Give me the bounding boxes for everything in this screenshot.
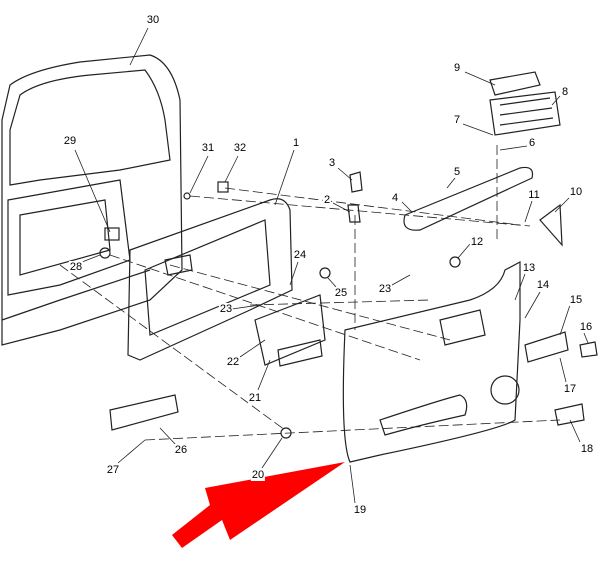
courtesy-lamp: [109, 394, 179, 431]
door-frame: [1, 54, 183, 346]
bracket-3: [349, 171, 363, 193]
callout-20: 20: [250, 469, 266, 481]
callout-11: 11: [527, 189, 541, 201]
callout-2: 2: [322, 194, 332, 206]
callout-1: 1: [291, 137, 301, 149]
callout-21: 21: [247, 392, 263, 404]
callout-30: 30: [145, 14, 161, 26]
callout-23-right: 23: [377, 283, 393, 295]
callout-32: 32: [232, 142, 248, 154]
plug-28: [99, 247, 111, 259]
callout-12: 12: [469, 236, 485, 248]
callout-25: 25: [333, 287, 349, 299]
reflector-18: [554, 403, 585, 426]
pull-handle-15: [524, 331, 569, 363]
cover-16: [579, 341, 598, 358]
callout-23-left: 23: [218, 303, 234, 315]
callout-18: 18: [579, 443, 595, 455]
inner-panel: [127, 198, 293, 361]
tweeter-cover: [539, 203, 563, 247]
callout-31: 31: [200, 142, 216, 154]
callout-26: 26: [173, 444, 189, 456]
callout-3: 3: [327, 157, 337, 169]
armrest-bezel: [403, 166, 534, 231]
fastener-25: [319, 267, 331, 279]
callout-14: 14: [535, 279, 551, 291]
handle-22: [277, 339, 323, 367]
pointer-arrow: [172, 462, 345, 548]
callout-10: 10: [568, 186, 584, 198]
callout-5: 5: [452, 166, 462, 178]
plug-20: [280, 427, 292, 439]
fastener-31: [183, 192, 191, 200]
callout-8: 8: [560, 86, 570, 98]
door-trim-panel: [342, 261, 521, 463]
callout-28: 28: [68, 261, 84, 273]
clip-32: [217, 181, 229, 193]
callout-27: 27: [105, 464, 121, 476]
bracket-2: [347, 204, 361, 223]
callout-9: 9: [452, 62, 462, 74]
callout-24: 24: [292, 249, 308, 261]
callout-7: 7: [452, 114, 462, 126]
callout-29: 29: [62, 135, 78, 147]
callout-17: 17: [562, 383, 578, 395]
lock-actuator: [254, 294, 326, 366]
window-switch: [489, 71, 561, 136]
clip-29: [104, 227, 120, 241]
callout-19: 19: [352, 504, 368, 516]
callout-6: 6: [527, 137, 537, 149]
fastener-12: [449, 256, 461, 268]
callout-16: 16: [578, 321, 594, 333]
callout-22: 22: [225, 356, 241, 368]
callout-4: 4: [390, 192, 400, 204]
callout-13: 13: [521, 262, 537, 274]
callout-15: 15: [568, 294, 584, 306]
